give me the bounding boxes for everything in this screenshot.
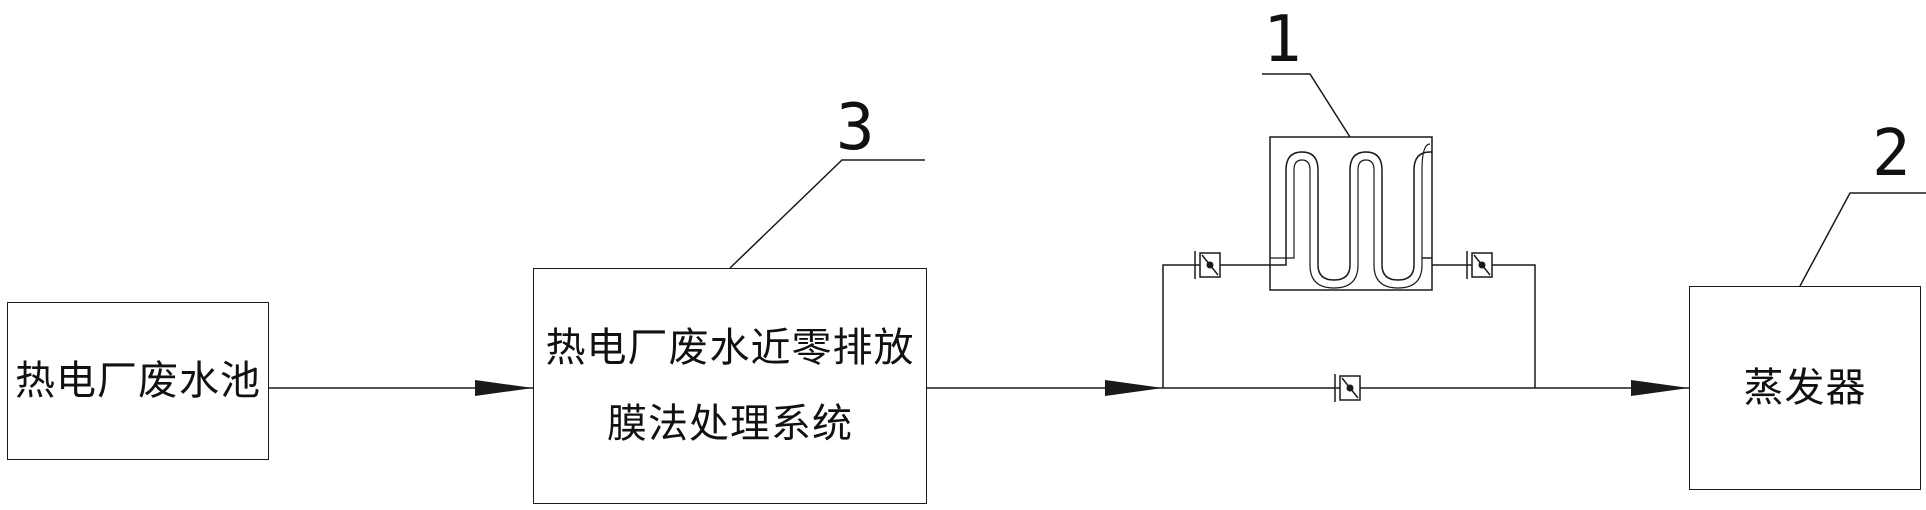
- wastewater-pool-label: 热电厂废水池: [15, 358, 261, 404]
- membrane-treatment-label-line1: 热电厂废水近零排放: [545, 325, 915, 371]
- leader-line-2: [1799, 192, 1926, 287]
- valve-icon: [1466, 251, 1493, 279]
- heat-exchanger-coil-icon: [1270, 151, 1432, 281]
- valve-icon: [1334, 374, 1361, 402]
- heat-exchanger-coil-inner-icon: [1270, 143, 1431, 289]
- callout-number-1: 1: [1263, 3, 1302, 77]
- leader-line-1: [1262, 73, 1351, 138]
- valve-icon: [1194, 251, 1221, 279]
- callout-number-2: 2: [1872, 117, 1911, 191]
- flow-line-branch-left: [1162, 264, 1270, 388]
- evaporator-label: 蒸发器: [1743, 365, 1867, 411]
- membrane-treatment-box: 热电厂废水近零排放 膜法处理系统: [533, 268, 927, 504]
- flow-line-branch-right: [1420, 264, 1536, 388]
- callout-number-3: 3: [836, 91, 875, 165]
- leader-line-3: [729, 159, 925, 269]
- wastewater-pool-box: 热电厂废水池: [7, 302, 269, 460]
- evaporator-box: 蒸发器: [1689, 286, 1921, 490]
- membrane-treatment-label-line2: 膜法处理系统: [607, 401, 853, 447]
